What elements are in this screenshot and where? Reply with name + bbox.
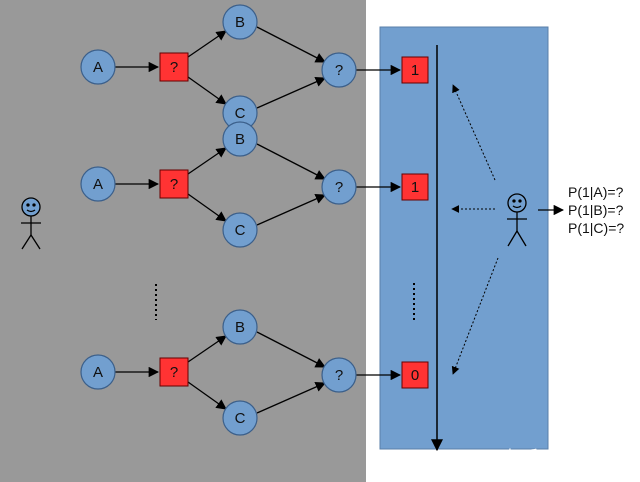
stick-figure-icon bbox=[507, 193, 527, 247]
gate-box bbox=[159, 357, 189, 387]
dotted-arrow-down bbox=[451, 257, 499, 375]
question-b: P(1|B)=? bbox=[568, 202, 624, 218]
node-c bbox=[222, 400, 258, 436]
edge-arrow bbox=[256, 77, 326, 109]
node-b-label: B bbox=[235, 14, 245, 31]
node-c bbox=[222, 212, 258, 248]
gate-box-label: ? bbox=[170, 176, 178, 193]
edge-arrow bbox=[256, 194, 326, 226]
node-c-label: C bbox=[235, 410, 246, 427]
node-a-label: A bbox=[93, 176, 103, 193]
node-a bbox=[80, 49, 116, 85]
node-a-label: A bbox=[93, 364, 103, 381]
node-merge-label: ? bbox=[335, 62, 343, 79]
node-b bbox=[222, 4, 258, 40]
edge-arrow bbox=[187, 193, 227, 222]
edge-arrow bbox=[256, 26, 326, 63]
question-c: P(1|C)=? bbox=[568, 220, 624, 236]
gate-box-label: ? bbox=[170, 364, 178, 381]
output-box bbox=[401, 361, 429, 389]
edge-arrow bbox=[187, 76, 227, 105]
edge-arrow bbox=[256, 382, 326, 414]
node-b bbox=[222, 121, 258, 157]
output-box-label: 1 bbox=[411, 62, 419, 79]
node-merge bbox=[321, 52, 357, 88]
network-row: A B C?? 1 bbox=[80, 121, 429, 248]
edge-arrow bbox=[187, 335, 227, 363]
node-merge bbox=[321, 357, 357, 393]
node-b-label: B bbox=[235, 131, 245, 148]
question-a: P(1|A)=? bbox=[568, 184, 624, 200]
output-box bbox=[401, 173, 429, 201]
node-a bbox=[80, 166, 116, 202]
node-c-label: C bbox=[235, 222, 246, 239]
edge-arrow bbox=[187, 30, 227, 58]
node-merge-label: ? bbox=[335, 367, 343, 384]
edge-arrow bbox=[256, 331, 326, 368]
node-b-label: B bbox=[235, 319, 245, 336]
stick-figure-icon bbox=[21, 197, 41, 250]
edge-arrow bbox=[187, 147, 227, 175]
node-merge-label: ? bbox=[335, 179, 343, 196]
node-merge bbox=[321, 169, 357, 205]
output-box bbox=[401, 56, 429, 84]
gate-box bbox=[159, 52, 189, 82]
edge-arrow bbox=[187, 381, 227, 410]
node-c-label: C bbox=[235, 105, 246, 122]
node-b bbox=[222, 309, 258, 345]
node-a bbox=[80, 354, 116, 390]
edge-arrow bbox=[256, 143, 326, 180]
output-box-label: 1 bbox=[411, 179, 419, 196]
node-a-label: A bbox=[93, 59, 103, 76]
network-row: A B C?? 0 bbox=[80, 309, 429, 436]
output-box-label: 0 bbox=[411, 367, 419, 384]
gate-box bbox=[159, 169, 189, 199]
gate-box-label: ? bbox=[170, 59, 178, 76]
dotted-arrow-up bbox=[452, 84, 496, 181]
watermark: 知乎 @张俊红 bbox=[507, 447, 608, 466]
